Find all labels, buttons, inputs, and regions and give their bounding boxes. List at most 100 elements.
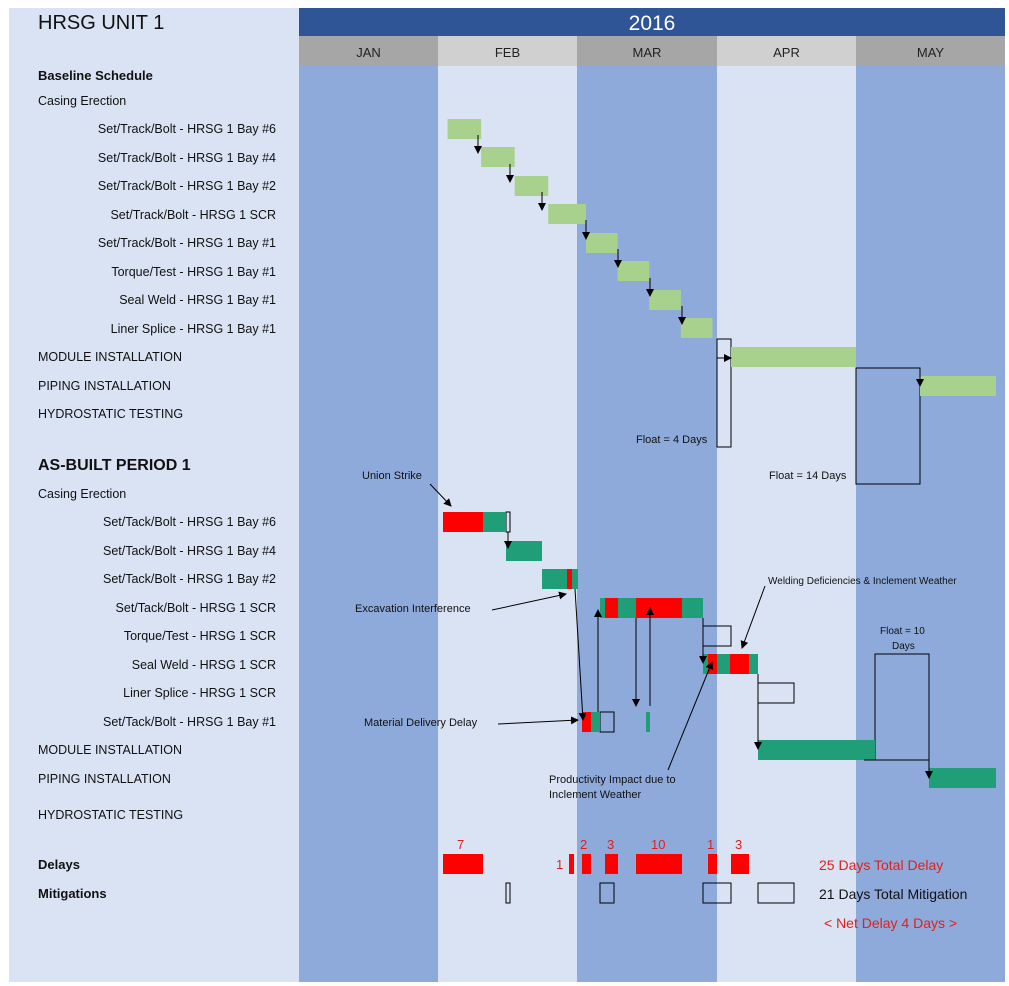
baseline-module-bar xyxy=(731,347,856,367)
month-column xyxy=(438,8,577,982)
mitigation-bar xyxy=(757,882,795,904)
asbuilt-row-label: Set/Tack/Bolt - HRSG 1 Bay #6 xyxy=(103,515,276,529)
dependency-arrow xyxy=(856,367,924,387)
asbuilt-bar xyxy=(636,598,682,618)
union-strike-annotation: Union Strike xyxy=(362,470,422,482)
delay-bar xyxy=(569,854,574,874)
annotation-arrow xyxy=(740,585,766,649)
asbuilt-bar xyxy=(591,712,600,732)
month-header xyxy=(438,36,577,66)
float-10-annotation-2: Days xyxy=(892,641,915,652)
asbuilt-bar xyxy=(703,654,708,674)
mitigation-bar xyxy=(505,882,511,904)
asbuilt-bar xyxy=(618,598,636,618)
dependency-arrow xyxy=(716,339,732,362)
baseline-bar xyxy=(586,233,618,253)
asbuilt-row-label: Seal Weld - HRSG 1 SCR xyxy=(131,658,276,672)
annotation-arrow xyxy=(491,591,567,611)
asbuilt-bar xyxy=(749,654,758,674)
asbuilt-bar xyxy=(572,569,578,589)
annotation-arrow xyxy=(429,483,452,507)
baseline-row-label: Set/Track/Bolt - HRSG 1 Bay #2 xyxy=(97,179,276,193)
asbuilt-bar xyxy=(542,569,567,589)
month-label: JAN xyxy=(356,45,381,60)
mitigation-bar xyxy=(599,882,615,904)
baseline-group: Casing Erection xyxy=(38,94,127,108)
asbuilt-bar xyxy=(717,654,730,674)
month-label: APR xyxy=(773,45,800,60)
month-header xyxy=(299,36,438,66)
asbuilt-bar xyxy=(730,654,749,674)
baseline-row-label: Seal Weld - HRSG 1 Bay #1 xyxy=(119,293,276,307)
asbuilt-bar xyxy=(708,654,717,674)
baseline-bar xyxy=(447,119,482,139)
month-column xyxy=(856,8,1005,982)
asbuilt-bar xyxy=(605,598,618,618)
productivity-annotation-1: Productivity Impact due to xyxy=(549,774,676,786)
productivity-annotation-2: Inclement Weather xyxy=(549,789,642,801)
label-panel xyxy=(9,8,299,982)
baseline-bar xyxy=(680,318,713,338)
asbuilt-hydro-label: HYDROSTATIC TESTING xyxy=(38,808,184,822)
month-column xyxy=(717,8,856,982)
asbuilt-row-label: Set/Tack/Bolt - HRSG 1 Bay #1 xyxy=(103,715,276,729)
month-label: FEB xyxy=(495,45,520,60)
asbuilt-bar xyxy=(758,740,875,760)
baseline-hydro-label: HYDROSTATIC TESTING xyxy=(38,407,184,421)
delay-bar xyxy=(605,854,618,874)
unit-title: HRSG UNIT 1 xyxy=(38,12,165,34)
asbuilt-bar xyxy=(929,768,996,788)
material-delay-annotation: Material Delivery Delay xyxy=(364,717,478,729)
month-label: MAR xyxy=(633,45,662,60)
mitigations-label: Mitigations xyxy=(38,886,107,901)
asbuilt-piping-label: PIPING INSTALLATION xyxy=(38,772,171,786)
delay-bar xyxy=(636,854,682,874)
annotation-arrow xyxy=(574,588,587,721)
month-header xyxy=(717,36,856,66)
annotation-arrow xyxy=(497,716,579,725)
delay-count-label: 1 xyxy=(556,857,564,872)
year-label: 2016 xyxy=(629,12,676,35)
month-header xyxy=(577,36,717,66)
month-header xyxy=(856,36,1005,66)
baseline-row-label: Set/Track/Bolt - HRSG 1 Bay #4 xyxy=(97,151,276,165)
baseline-bar xyxy=(481,147,515,167)
welding-annotation: Welding Deficiencies & Inclement Weather xyxy=(768,576,957,587)
baseline-module-label: MODULE INSTALLATION xyxy=(38,350,183,364)
baseline-row-label: Set/Track/Bolt - HRSG 1 SCR xyxy=(110,208,276,222)
delay-count-label: 1 xyxy=(707,837,715,852)
baseline-piping-bar xyxy=(920,376,996,396)
delay-count-label: 3 xyxy=(607,837,615,852)
year-header xyxy=(299,8,1005,36)
asbuilt-bar xyxy=(582,712,591,732)
month-column xyxy=(577,8,717,982)
delay-bar xyxy=(443,854,483,874)
delay-count-label: 2 xyxy=(580,837,588,852)
baseline-piping-label: PIPING INSTALLATION xyxy=(38,379,171,393)
baseline-bar xyxy=(617,261,650,281)
float-box xyxy=(716,338,732,448)
total-mitigation: 21 Days Total Mitigation xyxy=(819,886,968,902)
asbuilt-bar xyxy=(443,512,483,532)
baseline-bar xyxy=(548,204,587,224)
baseline-bar xyxy=(514,176,549,196)
baseline-row-label: Set/Track/Bolt - HRSG 1 Bay #1 xyxy=(97,236,276,250)
float-10-annotation-1: Float = 10 xyxy=(880,626,925,637)
baseline-row-label: Torque/Test - HRSG 1 Bay #1 xyxy=(111,265,276,279)
delay-count-label: 7 xyxy=(457,837,465,852)
delay-bar xyxy=(708,854,717,874)
annotation-arrow xyxy=(667,661,714,771)
asbuilt-bar xyxy=(682,598,703,618)
asbuilt-row-label: Liner Splice - HRSG 1 SCR xyxy=(123,686,276,700)
asbuilt-title: AS-BUILT PERIOD 1 xyxy=(38,457,191,474)
asbuilt-module-label: MODULE INSTALLATION xyxy=(38,743,183,757)
baseline-row-label: Set/Track/Bolt - HRSG 1 Bay #6 xyxy=(97,122,276,136)
annotation-arrow xyxy=(864,759,933,779)
month-label: MAY xyxy=(917,45,945,60)
asbuilt-bar xyxy=(600,598,605,618)
delay-count-label: 10 xyxy=(651,837,666,852)
float-14-label: Float = 14 Days xyxy=(769,470,847,482)
delay-bar xyxy=(731,854,749,874)
